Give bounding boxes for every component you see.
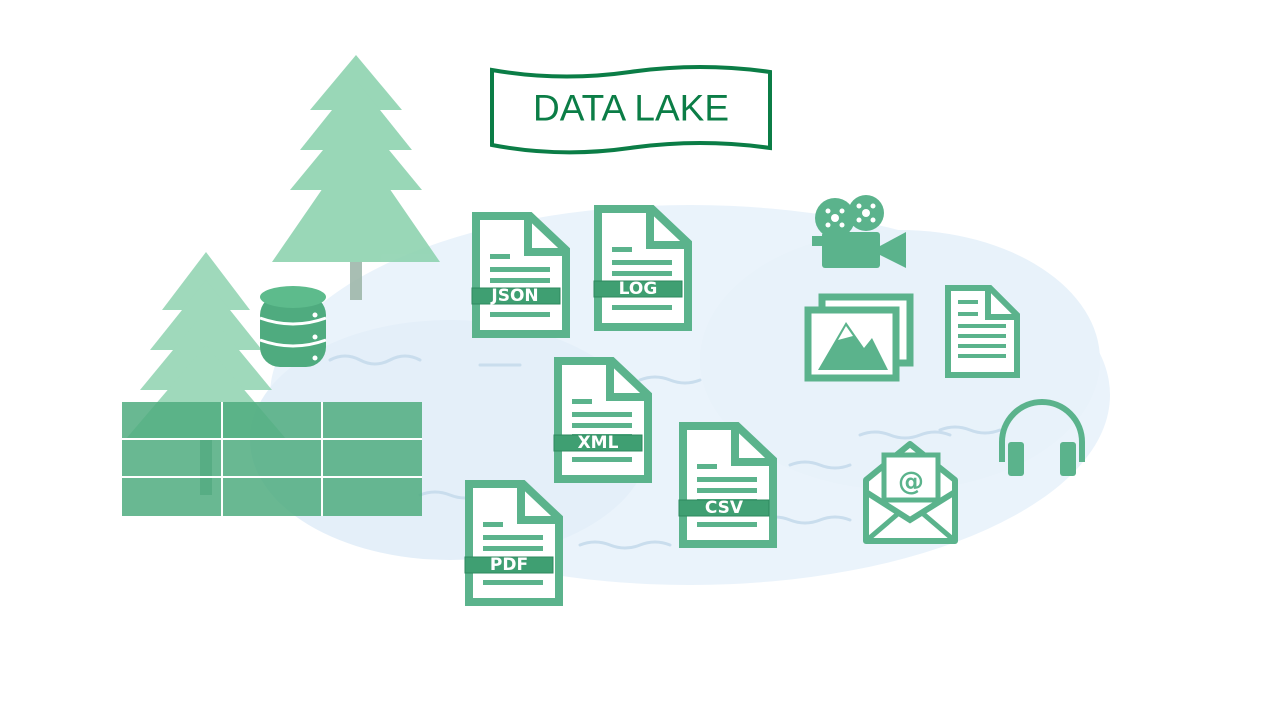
document-json: JSON (471, 216, 566, 334)
video-camera-icon (812, 195, 906, 268)
document-csv: CSV (678, 426, 773, 544)
document-pdf: PDF (464, 484, 559, 602)
document-label: JSON (490, 286, 538, 306)
document-log: LOG (593, 209, 688, 327)
svg-text:@: @ (898, 467, 924, 497)
database-icon (259, 286, 327, 367)
email-envelope-icon: @ (863, 441, 958, 544)
banner-title: DATA LAKE (533, 88, 729, 129)
document-label: XML (578, 433, 619, 453)
image-gallery-icon (804, 293, 914, 382)
document-label: CSV (705, 498, 744, 518)
pine-tree-icon (272, 55, 440, 300)
document-xml: XML (553, 361, 648, 479)
text-document-icon (945, 285, 1020, 378)
table-grid-icon (122, 402, 422, 516)
document-label: PDF (490, 555, 528, 575)
headphones-icon (999, 399, 1085, 476)
document-label: LOG (619, 279, 658, 299)
banner: DATA LAKE (490, 65, 772, 155)
